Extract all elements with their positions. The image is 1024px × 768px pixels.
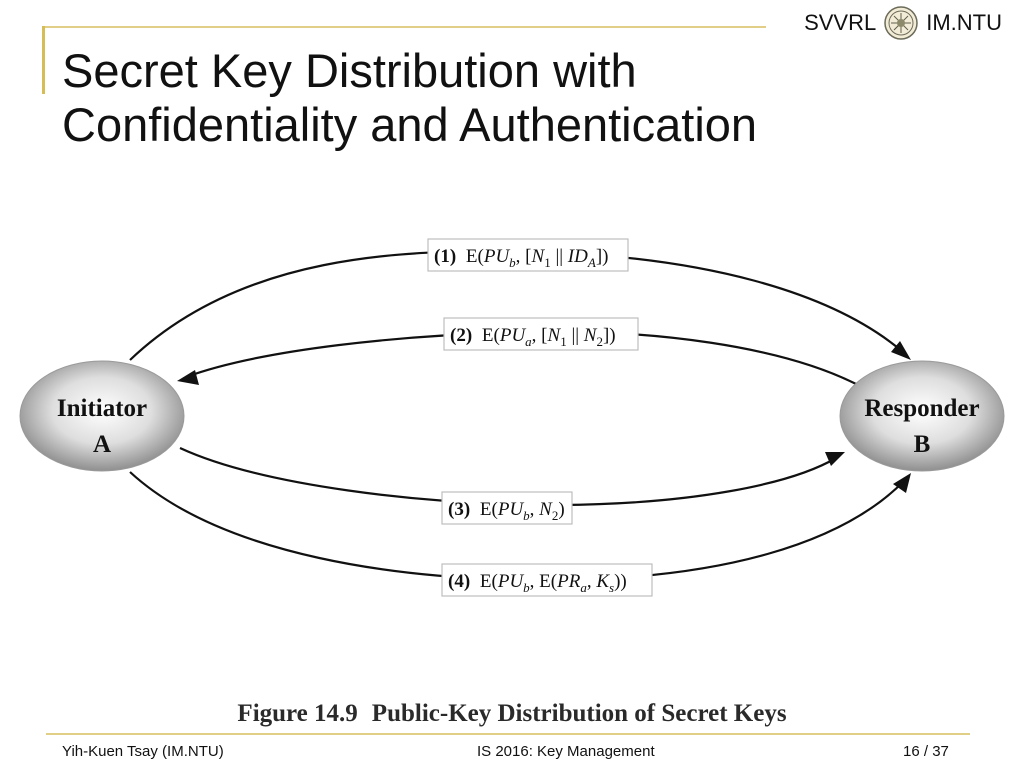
responder-label: Responder — [864, 395, 979, 422]
arrowhead-message-3 — [825, 452, 845, 466]
page-number: 16 / 37 — [903, 743, 949, 760]
brand-right-label: IM.NTU — [926, 10, 1002, 35]
bottom-rule — [46, 733, 970, 735]
svg-text:(4) E(PUb, E(PRa, Ks)): (4) E(PUb, E(PRa, Ks)) — [448, 571, 627, 595]
footer-author: Yih-Kuen Tsay (IM.NTU) — [62, 743, 224, 760]
current-page: 16 — [903, 743, 920, 760]
title-line-2: Confidentiality and Authentication — [62, 98, 758, 151]
page-title: Secret Key Distribution with Confidentia… — [62, 44, 757, 152]
brand-header: SVVRL IM.NTU — [804, 6, 1002, 40]
arrowhead-message-1 — [891, 341, 911, 360]
initiator-letter: A — [93, 431, 111, 458]
figure-caption: Figure 14.9 Public-Key Distribution of Se… — [0, 700, 1024, 728]
message-4-content: E(PUb, E(PRa, Ks)) — [480, 571, 627, 595]
message-3-content: E(PUb, N2) — [480, 499, 565, 523]
svg-text:(3) E(PUb, N2): (3) E(PUb, N2) — [448, 499, 565, 523]
university-seal-icon — [884, 6, 918, 40]
title-accent-bar — [42, 26, 45, 94]
total-pages: 37 — [932, 743, 949, 760]
initiator-label: Initiator — [57, 395, 147, 422]
footer-course: IS 2016: Key Management — [477, 743, 655, 760]
message-3-number: (3) — [448, 499, 470, 520]
svg-text:(2) E(PUa, [N1 || N2]): (2) E(PUa, [N1 || N2]) — [450, 325, 616, 349]
initiator-node: Initiator A — [19, 360, 185, 472]
figure-number: Figure 14.9 — [237, 700, 358, 727]
message-2-content: E(PUa, [N1 || N2]) — [482, 325, 616, 349]
brand-left-label: SVVRL — [804, 10, 877, 35]
svg-text:(1) E(PUb, [N1 || IDA]: (1) E(PUb, [N1 || IDA]) — [434, 246, 608, 270]
message-3-label: (3) E(PUb, N2) — [441, 491, 573, 525]
figure-caption-text: Public-Key Distribution of Secret Keys — [371, 700, 787, 727]
top-rule — [44, 26, 766, 28]
message-1-content: E(PUb, [N1 || IDA]) — [466, 246, 609, 270]
responder-node: Responder B — [839, 360, 1005, 472]
message-4-number: (4) — [448, 571, 470, 592]
page-separator: / — [923, 743, 929, 760]
message-4-label: (4) E(PUb, E(PRa, Ks)) — [441, 563, 653, 597]
message-1-label: (1) E(PUb, [N1 || IDA]) — [427, 238, 629, 272]
arrowhead-message-4 — [893, 473, 911, 493]
responder-letter: B — [914, 431, 931, 458]
message-2-number: (2) — [450, 325, 472, 346]
arrowhead-message-2 — [177, 370, 199, 385]
message-2-label: (2) E(PUa, [N1 || N2]) — [443, 317, 639, 351]
message-1-number: (1) — [434, 246, 456, 267]
title-line-1: Secret Key Distribution with — [62, 44, 637, 97]
